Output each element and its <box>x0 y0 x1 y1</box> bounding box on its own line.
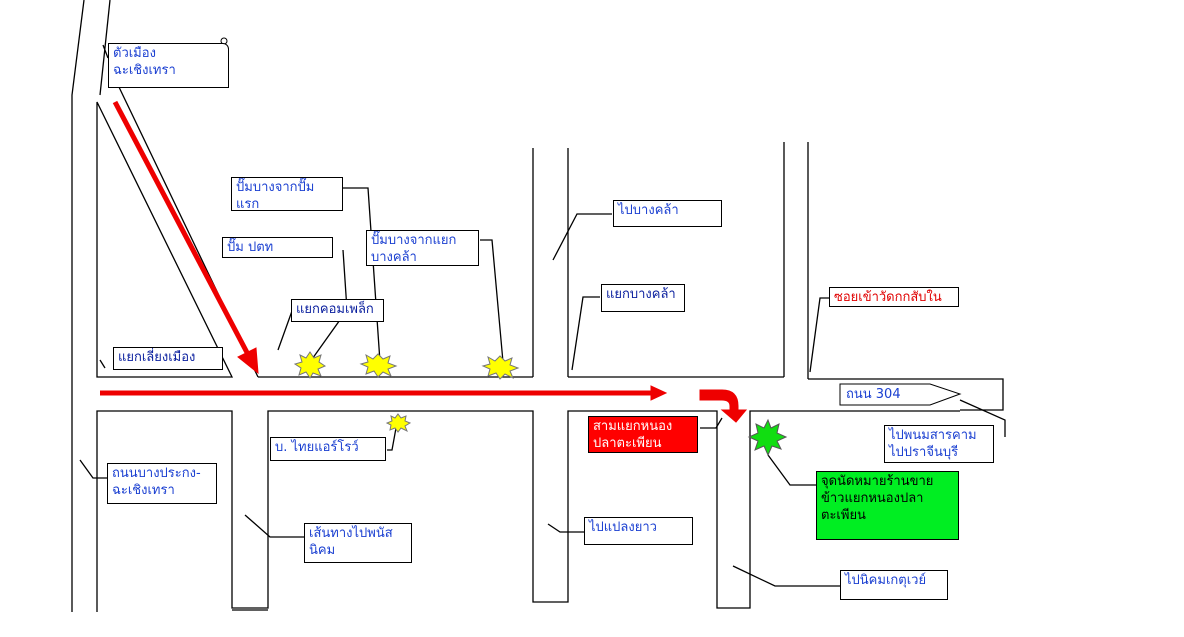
leader-nong-pla <box>700 417 723 429</box>
leader-phanat <box>244 514 304 538</box>
label-bang-khla-intersection: แยกบางคล้า <box>601 284 685 312</box>
label-to-bang-khla: ไปบางคล้า <box>613 200 722 227</box>
road-wedge-block <box>96 101 234 378</box>
leader-wat-soi <box>809 297 830 373</box>
leader-to-bang-khla <box>552 213 612 261</box>
leader-kate-way <box>732 565 840 587</box>
leader-phanom <box>959 399 1006 437</box>
leader-bang-prakong <box>79 459 107 479</box>
route-arrow-main-head <box>650 385 668 401</box>
label-to-phanom-sarakham: ไปพนมสารคาม ไปปราจีนบุรี <box>884 425 994 463</box>
label-road-304: ถนน 304 <box>846 387 901 402</box>
label-meeting-point: จุดนัดหมายร้านขาย ข้าวแยกหนองปลา ตะเพียน <box>816 471 959 540</box>
label-city-center: ตัวเมือง ฉะเชิงเทรา <box>108 43 229 88</box>
label-gas-ptt: ปั๊ม ปตท <box>222 237 333 258</box>
label-to-kate-way: ไปนิคมเกตุเวย์ <box>840 570 948 600</box>
gas-station-bangchak-first-burst <box>359 353 398 378</box>
label-bang-prakong-road: ถนนบางประกง- ฉะเชิงเทรา <box>107 463 217 504</box>
meeting-point-burst <box>747 418 788 457</box>
label-gas-bangchak-intersection: ปั๊มบางจากแยก บางคล้า <box>366 230 479 266</box>
leader-complex <box>277 310 293 351</box>
leader-bypass <box>99 359 106 369</box>
label-wat-soi: ซอยเข้าวัดกกสับใน <box>829 287 959 307</box>
leader-gas-bangchak-intersection <box>480 239 504 363</box>
leader-bang-khla-intersection <box>571 296 600 371</box>
road-bang-prakong-block <box>96 410 960 612</box>
route-arrow-diagonal <box>112 100 255 364</box>
label-bypass-intersection: แยกเลี่ยงเมือง <box>113 347 223 370</box>
leader-gas-bangchak-first <box>343 187 381 363</box>
label-complex-intersection: แยกคอมเพล็ก <box>291 299 384 322</box>
label-to-plaeng-yao: ไปแปลงยาว <box>584 517 693 545</box>
leader-plaeng-yao <box>547 523 584 533</box>
label-phanat-nikhom-route: เส้นทางไปพนัส นิคม <box>304 523 412 563</box>
road-north-left-edge <box>71 0 85 612</box>
road-north-right-edge <box>99 0 111 96</box>
gas-station-bangchak-intersection-burst <box>481 355 520 380</box>
leader-thai-airrow <box>387 427 397 451</box>
road-304-arrow-shape <box>839 383 962 406</box>
label-thai-airrow: บ. ไทยแอร์โรว์ <box>270 437 386 461</box>
route-arrow-diagonal-head <box>237 347 259 375</box>
label-gas-bangchak-first: ปั๊มบางจากปั๊ม แรก <box>231 177 343 211</box>
gas-station-ptt-burst <box>293 351 327 379</box>
leader-city <box>102 44 109 59</box>
thai-airrow-burst <box>385 413 412 433</box>
label-nong-pla-intersection: สามแยกหนอง ปลาตะเพียน <box>588 416 698 453</box>
route-arrow-turn <box>699 389 748 423</box>
leader-meeting <box>767 454 816 486</box>
